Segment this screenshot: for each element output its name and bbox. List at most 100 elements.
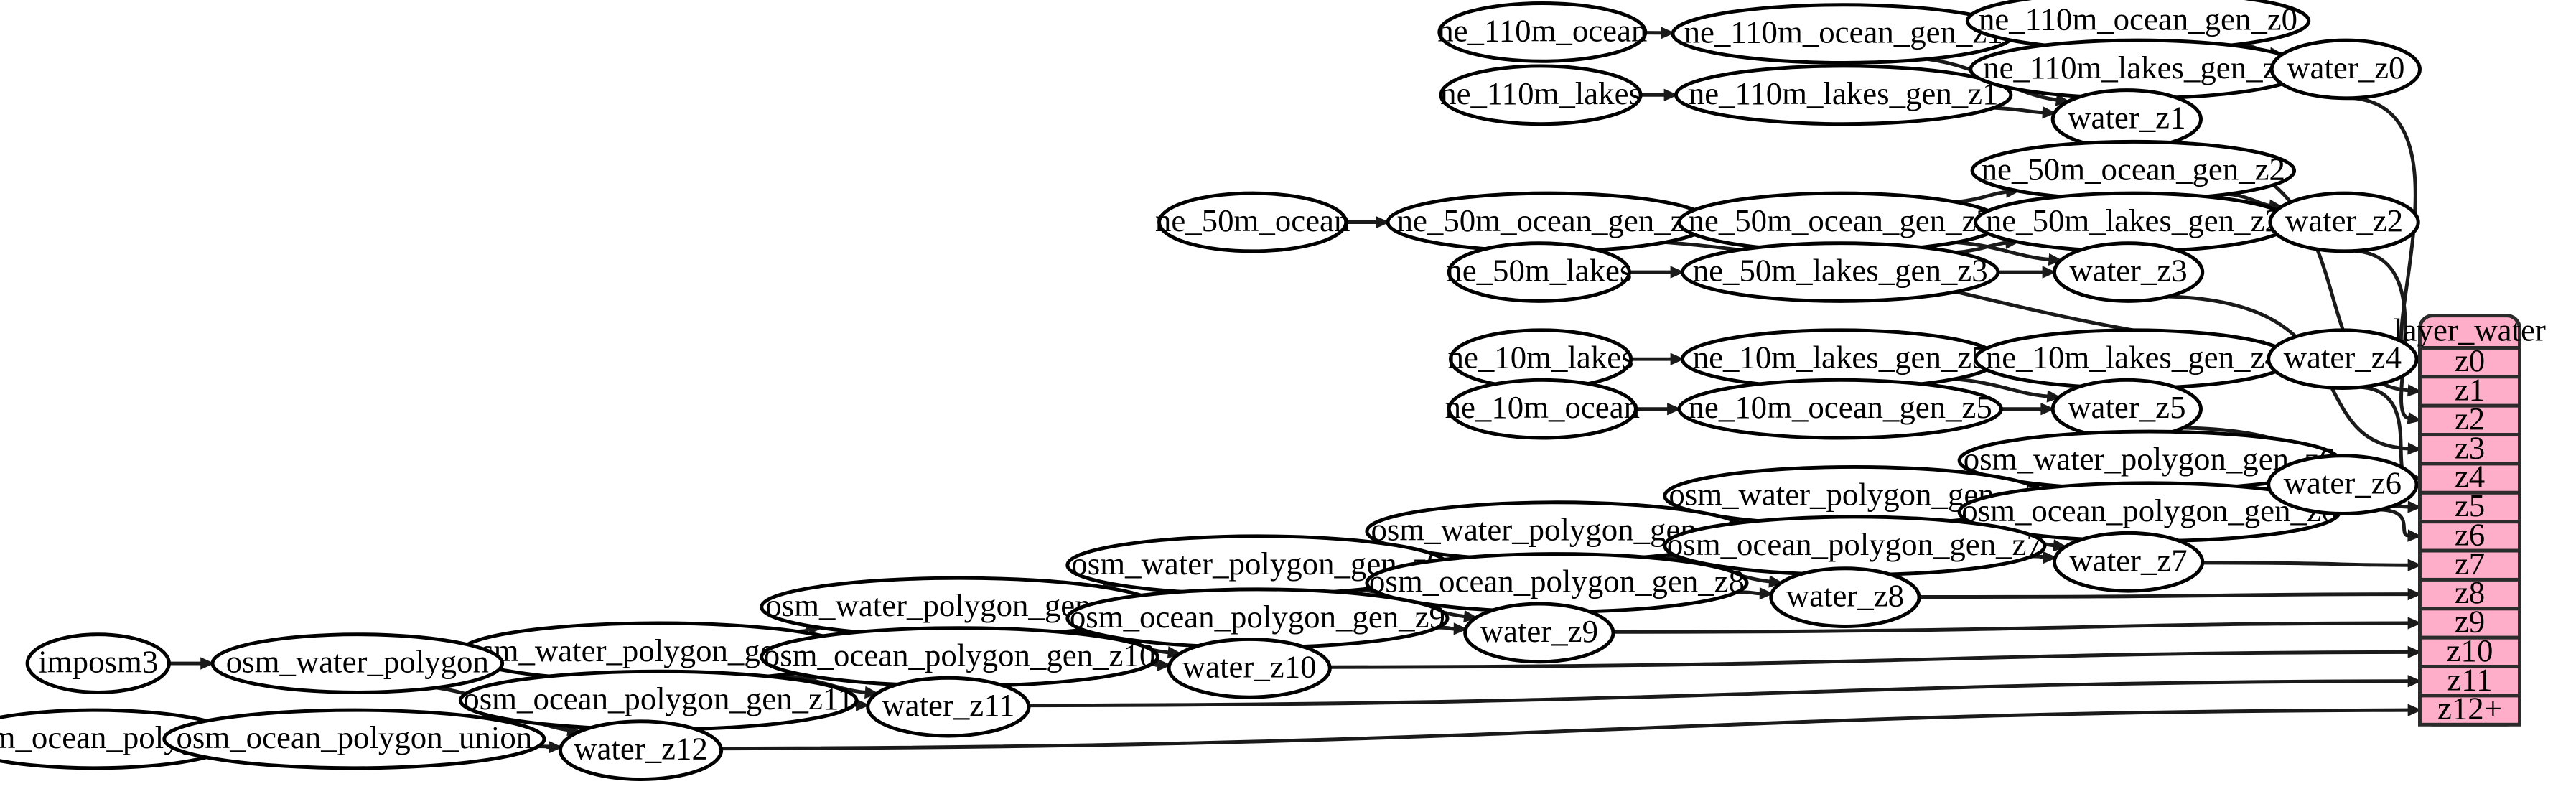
node-ne_10m_lakes_gen_z4[interactable]: ne_10m_lakes_gen_z4: [1974, 328, 2293, 390]
node-water_z0[interactable]: water_z0: [2269, 38, 2422, 101]
node-ne_50m_ocean[interactable]: ne_50m_ocean: [1155, 191, 1350, 253]
node-ne_50m_lakes_gen_z2[interactable]: ne_50m_lakes_gen_z2: [1974, 191, 2293, 253]
node-label: ne_50m_ocean_gen_z3: [1689, 202, 1992, 238]
layer-table-row-label: z2: [2455, 401, 2485, 436]
node-water_z5[interactable]: water_z5: [2050, 378, 2203, 440]
node-water_z2[interactable]: water_z2: [2268, 191, 2420, 253]
arrowhead: [1463, 610, 1478, 623]
node-ne_50m_lakes_gen_z3[interactable]: ne_50m_lakes_gen_z3: [1680, 241, 2000, 303]
node-ne_50m_ocean_gen_z2[interactable]: ne_50m_ocean_gen_z2: [1970, 139, 2297, 202]
layer-table-row-label: z3: [2455, 429, 2485, 465]
node-label: ne_10m_lakes: [1448, 340, 1634, 375]
node-water_z6[interactable]: water_z6: [2267, 454, 2419, 515]
node-ne_110m_ocean_gen_z1[interactable]: ne_110m_ocean_gen_z1: [1671, 3, 2016, 65]
layer-table-row-label: z0: [2455, 342, 2485, 378]
node-osm_water_polygon[interactable]: osm_water_polygon: [210, 632, 505, 694]
node-label: water_z0: [2287, 50, 2404, 85]
arrowhead: [2046, 390, 2061, 403]
layer-table-row-label: z12+: [2437, 691, 2502, 727]
arrowhead: [2042, 106, 2057, 119]
layer-table-row-label: z11: [2447, 661, 2492, 697]
node-imposm3[interactable]: imposm3: [25, 632, 171, 694]
node-label: ne_110m_lakes_gen_z1: [1689, 75, 1999, 111]
node-ne_10m_lakes_gen_z5[interactable]: ne_10m_lakes_gen_z5: [1680, 328, 2000, 390]
arrowhead: [2407, 411, 2422, 425]
node-ne_110m_ocean_gen_z0[interactable]: ne_110m_ocean_gen_z0: [1965, 0, 2311, 52]
edge-water_z10-to-layer_water-z10: [1330, 650, 2409, 669]
node-osm_ocean_polygon_gen_z10[interactable]: osm_ocean_polygon_gen_z10: [760, 626, 1159, 688]
edge-water_z12-to-layer_water-z12+: [721, 708, 2409, 751]
node-label: ne_50m_ocean: [1155, 202, 1350, 238]
layer-table-row-z3[interactable]: [2418, 433, 2521, 466]
node-ne_10m_lakes[interactable]: ne_10m_lakes: [1448, 328, 1634, 390]
arrowhead: [1759, 587, 1774, 600]
node-water_z4[interactable]: water_z4: [2267, 328, 2419, 390]
node-ne_50m_lakes[interactable]: ne_50m_lakes: [1446, 241, 1632, 303]
arrowhead: [856, 699, 870, 711]
layer-table-row-label: z9: [2455, 604, 2485, 640]
arrowhead: [2043, 551, 2058, 564]
arrowhead: [2042, 266, 2057, 279]
node-ne_50m_ocean_gen_z4[interactable]: ne_50m_ocean_gen_z4: [1386, 191, 1712, 253]
edge-osm_ocean_polygon_gen_z9-to-water_z9: [1437, 625, 1455, 631]
node-label: ne_50m_lakes: [1446, 253, 1632, 289]
node-osm_water_polygon_gen_z7[interactable]: osm_water_polygon_gen_z7: [1663, 464, 2047, 527]
node-label: ne_50m_ocean_gen_z4: [1397, 202, 1701, 238]
node-water_z9[interactable]: water_z9: [1463, 602, 1615, 664]
node-label: ne_10m_ocean: [1445, 389, 1640, 425]
node-label: water_z7: [2069, 542, 2187, 578]
layer-table-row-z12+[interactable]: [2418, 694, 2521, 727]
node-osm_ocean_polygon_gen_z9[interactable]: osm_ocean_polygon_gen_z9: [1065, 587, 1450, 650]
arrowhead: [2407, 500, 2422, 513]
arrowhead: [2040, 403, 2055, 416]
node-osm_water_polygon_gen_z9[interactable]: osm_water_polygon_gen_z9: [1065, 534, 1450, 597]
edge-ne_50m_ocean_gen_z3-to-ne_50m_ocean_gen_z2: [1955, 190, 2007, 204]
node-ne_110m_ocean[interactable]: ne_110m_ocean: [1437, 1, 1647, 63]
node-water_z12[interactable]: water_z12: [558, 719, 724, 782]
node-osm_ocean_polygon_gen_z11[interactable]: osm_ocean_polygon_gen_z11: [458, 669, 859, 732]
node-label: water_z11: [882, 687, 1014, 723]
layer-table-row-z5[interactable]: [2418, 490, 2521, 524]
layer-table-row-z6[interactable]: [2418, 520, 2521, 553]
node-ne_10m_ocean[interactable]: ne_10m_ocean: [1445, 378, 1640, 440]
node-label: water_z6: [2284, 465, 2402, 501]
arrowhead: [864, 686, 879, 699]
node-water_z7[interactable]: water_z7: [2052, 531, 2205, 593]
arrowhead: [2407, 675, 2422, 688]
layer-table-row-label: z10: [2447, 632, 2493, 668]
node-water_z10[interactable]: water_z10: [1167, 637, 1332, 699]
node-label: water_z9: [1480, 613, 1598, 649]
node-label: ne_110m_lakes: [1440, 75, 1641, 111]
node-label: water_z2: [2285, 202, 2403, 238]
node-ne_110m_lakes_gen_z1[interactable]: ne_110m_lakes_gen_z1: [1674, 64, 2013, 126]
arrowhead: [200, 657, 215, 670]
layer-table-row-z8[interactable]: [2418, 577, 2521, 611]
node-ne_50m_ocean_gen_z3[interactable]: ne_50m_ocean_gen_z3: [1677, 191, 2003, 253]
node-ne_10m_ocean_gen_z5[interactable]: ne_10m_ocean_gen_z5: [1677, 378, 2003, 440]
arrowhead: [2407, 442, 2422, 455]
node-water_z1[interactable]: water_z1: [2050, 88, 2203, 150]
node-label: water_z8: [1786, 578, 1904, 614]
edge-ne_50m_ocean_gen_z3-to-water_z3: [1956, 241, 2050, 261]
node-label: osm_ocean_polygon_gen_z11: [463, 681, 854, 716]
node-osm_ocean_polygon_gen_z7[interactable]: osm_ocean_polygon_gen_z7: [1663, 515, 2047, 577]
node-ne_110m_lakes[interactable]: ne_110m_lakes: [1439, 64, 1643, 126]
node-label: water_z10: [1182, 648, 1317, 684]
layer-table-row-z1[interactable]: [2418, 375, 2521, 408]
node-water_z8[interactable]: water_z8: [1769, 566, 1921, 628]
node-water_z11[interactable]: water_z11: [866, 676, 1031, 738]
node-label: osm_water_polygon: [226, 644, 489, 680]
arrowhead: [549, 740, 563, 754]
node-osm_water_polygon_gen_z6[interactable]: osm_water_polygon_gen_z6: [1957, 429, 2341, 492]
node-osm_ocean_polygon_gen_z8[interactable]: osm_ocean_polygon_gen_z8: [1365, 552, 1749, 614]
arrowhead: [1376, 215, 1390, 229]
node-water_z3[interactable]: water_z3: [2052, 241, 2205, 303]
layer-table-row-z9[interactable]: [2418, 607, 2521, 640]
node-label: water_z12: [574, 731, 708, 767]
edge-ne_110m_lakes_gen_z1-to-water_z1: [1993, 106, 2043, 115]
arrowhead: [1768, 575, 1783, 588]
layer-table-row-z4[interactable]: [2418, 462, 2521, 495]
node-osm_ocean_polygon_union[interactable]: osm_ocean_polygon_union: [162, 708, 546, 770]
node-label: ne_50m_lakes_gen_z3: [1693, 253, 1988, 289]
